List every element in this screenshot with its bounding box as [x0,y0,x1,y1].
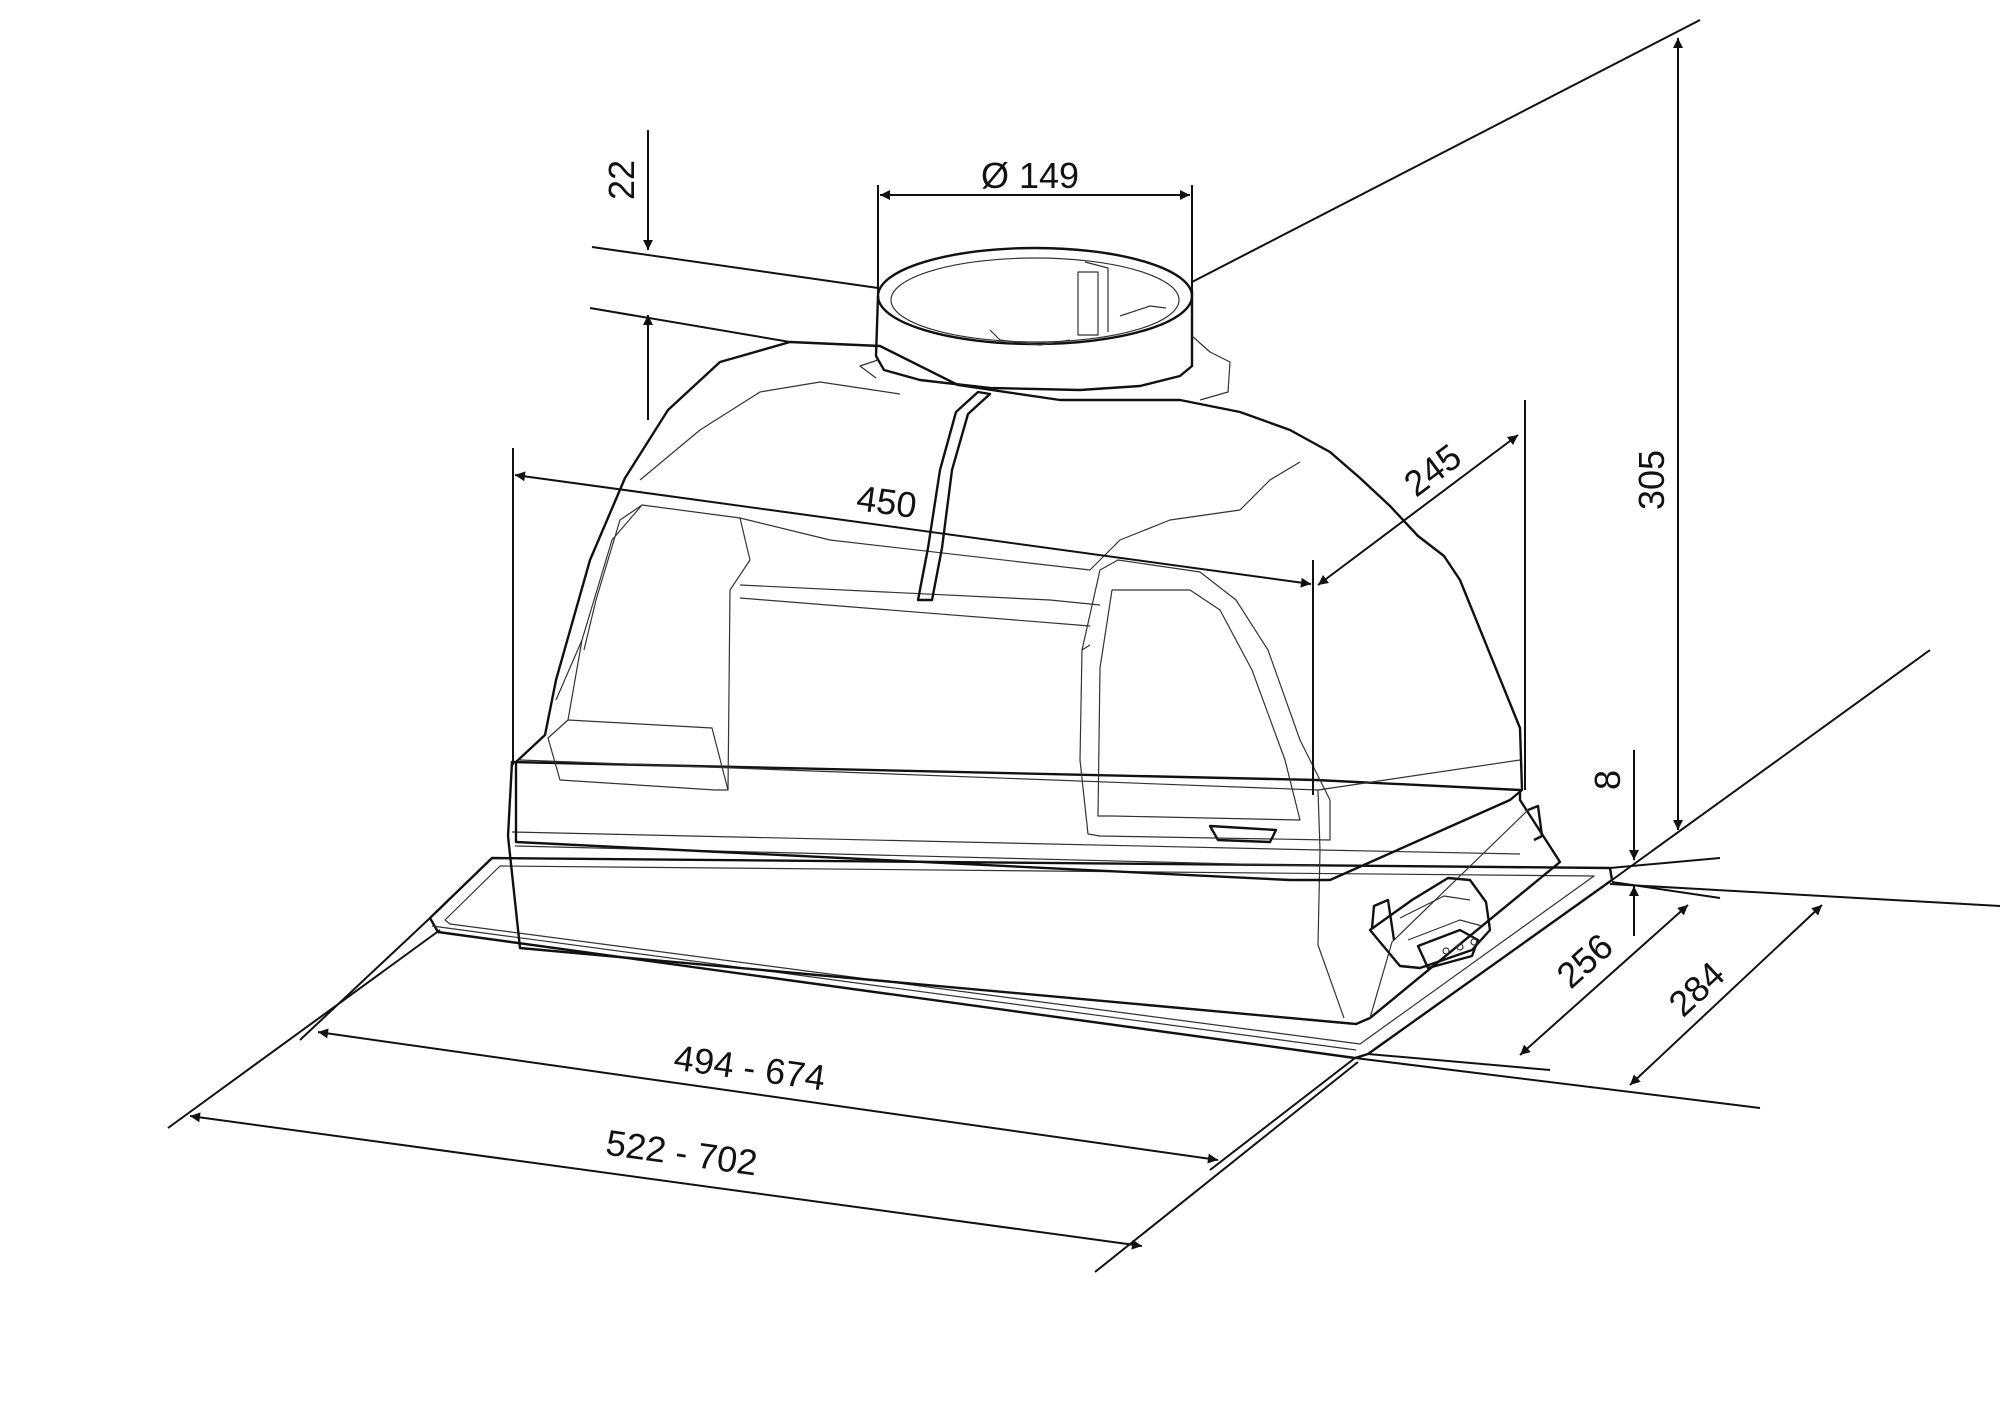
label-flange-thickness: 8 [1587,770,1628,790]
right-recess [1079,559,1331,841]
label-outer-width: 522 - 702 [604,1122,760,1184]
bottom-flange [428,856,1614,1060]
dimension-labels: Ø 149 22 305 450 245 8 256 284 494 - 674… [601,155,1732,1184]
dim-line-body-width [514,471,1312,588]
label-spigot-height: 22 [601,160,642,200]
label-inner-depth: 256 [1549,925,1621,996]
center-seam [916,390,992,602]
hood-unit [428,246,1614,1060]
dimension-lines [167,19,2000,1273]
dim-line-outer-width [189,1112,1143,1250]
main-housing [514,340,1524,882]
lower-housing [506,760,1562,1026]
label-body-width: 450 [854,477,919,526]
label-duct-diameter: Ø 149 [981,155,1079,196]
exhaust-spigot [859,246,1231,401]
label-outer-depth: 284 [1661,953,1733,1024]
dim-line-body-depth [1317,434,1519,586]
label-body-depth: 245 [1396,436,1469,505]
dim-line-outer-depth [1629,904,1823,1086]
cable-slot [1208,824,1278,844]
control-bracket [1368,804,1544,970]
left-recess [547,719,729,791]
label-inner-width: 494 - 674 [672,1037,828,1099]
label-total-height: 305 [1631,450,1672,510]
